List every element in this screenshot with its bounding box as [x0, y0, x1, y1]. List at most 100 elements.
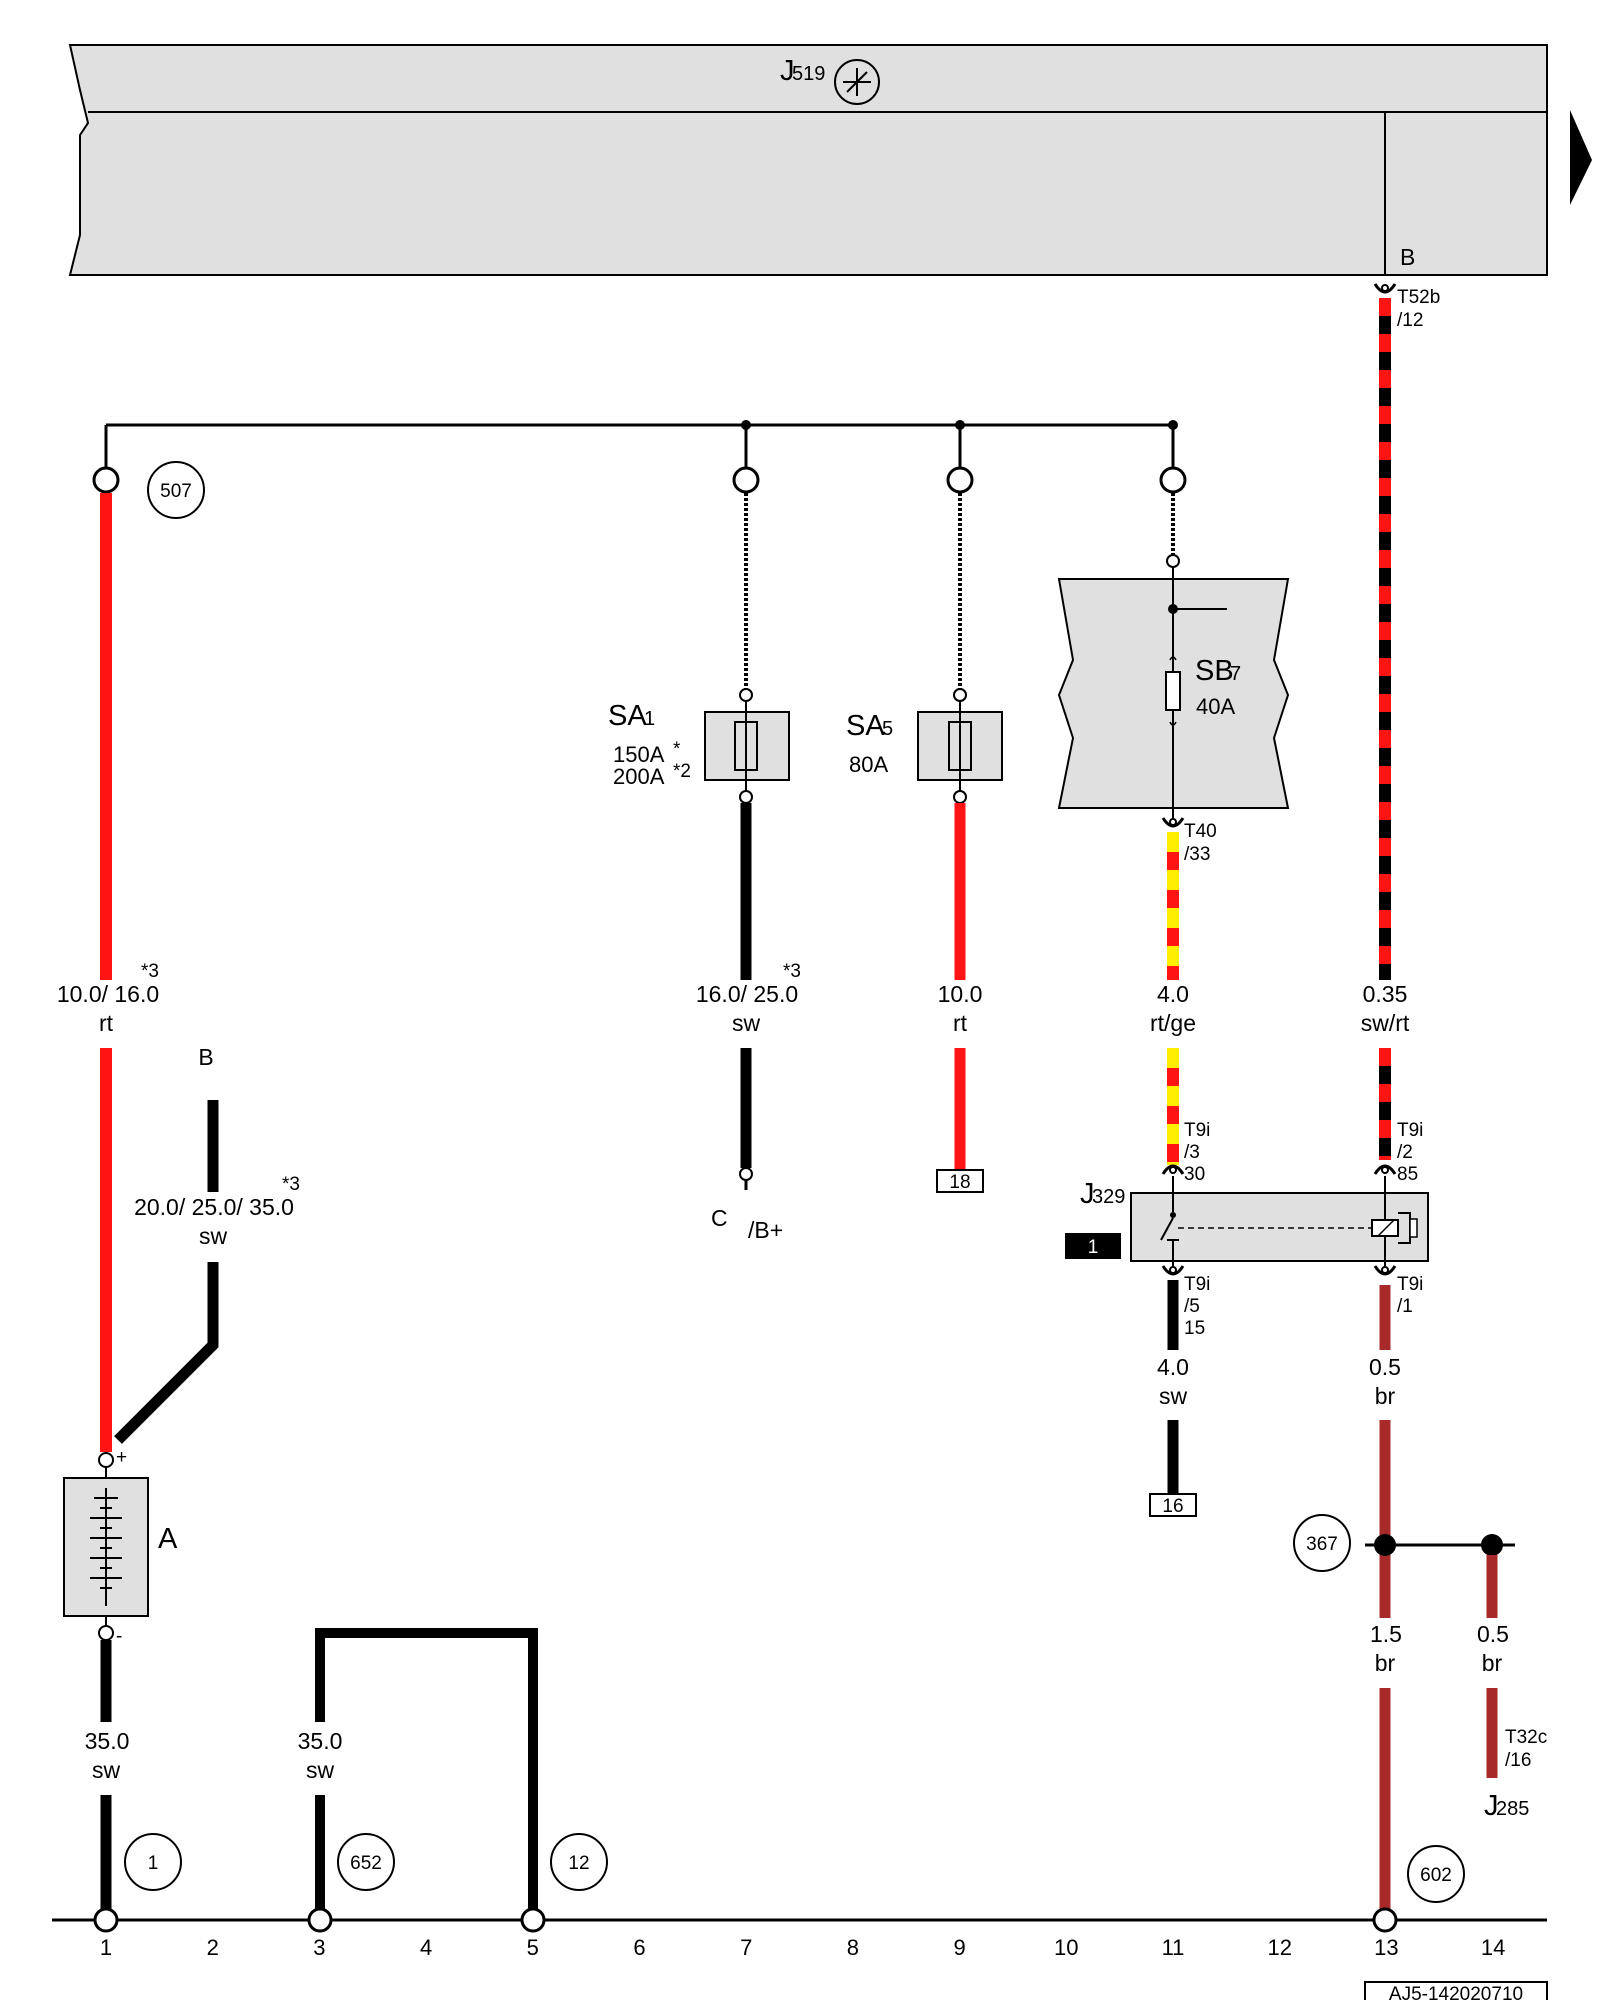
- t9i-2-term: 85: [1397, 1164, 1418, 1185]
- t32c-name: T32c: [1505, 1727, 1547, 1748]
- wire-size-label: 10.0: [938, 981, 983, 1007]
- t52b-pin: /12: [1397, 310, 1423, 331]
- ref-circle-1: 1: [124, 1833, 182, 1891]
- t52b-name: T52b: [1397, 287, 1440, 308]
- t9i-5-pin: /5: [1184, 1296, 1200, 1317]
- svg-text:367: 367: [1306, 1534, 1338, 1555]
- axis-label: 2: [207, 1935, 219, 1960]
- fuse-carrier-sb: [1057, 567, 1290, 820]
- j519-pin-label: B: [1400, 244, 1415, 270]
- fuse-icon: [734, 721, 758, 771]
- j519-housing: [68, 44, 1548, 276]
- wire-size-label: 20.0/ 25.0/ 35.0: [134, 1194, 294, 1220]
- wire-note: *3: [282, 1174, 300, 1195]
- svg-text:12: 12: [568, 1853, 589, 1874]
- wire-color-label: br: [1482, 1650, 1503, 1676]
- j519-label: J: [780, 55, 795, 87]
- axis-label: 8: [847, 1935, 859, 1960]
- t40-pin: /33: [1184, 844, 1210, 865]
- wire-col11-top: [1166, 493, 1180, 568]
- axis-label: 12: [1267, 1935, 1291, 1960]
- fuse-icon: [948, 721, 972, 771]
- wire-color-label: sw/rt: [1361, 1010, 1410, 1036]
- wire-col3-5-ground: [300, 1628, 538, 1910]
- doc-code: AJ5-142020710: [1364, 1981, 1548, 2000]
- ref-box-16: 16: [1149, 1493, 1197, 1517]
- svg-text:652: 652: [350, 1853, 382, 1874]
- svg-text:AJ5-142020710: AJ5-142020710: [1389, 1984, 1523, 2000]
- sb7-rating: 40A: [1196, 694, 1235, 719]
- t9i-1-name: T9i: [1397, 1274, 1423, 1295]
- wire-note: *3: [141, 961, 159, 982]
- axis-label: 11: [1162, 1935, 1185, 1960]
- j285-name: J: [1484, 1790, 1499, 1822]
- t9i-3-pin: /3: [1184, 1142, 1200, 1163]
- wire-color-label: sw: [92, 1757, 121, 1783]
- t9i-2-pin: /2: [1397, 1142, 1413, 1163]
- wire-color-label: sw: [306, 1757, 335, 1783]
- j519-sub: 519: [792, 63, 825, 85]
- sa1-mark-2: *2: [673, 761, 691, 782]
- wire-col7-top: [739, 493, 753, 702]
- wire-size-label: 0.35: [1363, 981, 1408, 1007]
- sa1-name: SA: [608, 700, 647, 732]
- wire-size-label: 35.0: [298, 1728, 343, 1754]
- wire-b-label: B: [198, 1044, 213, 1070]
- sa1-rating-2: 200A: [613, 764, 665, 789]
- svg-text:16: 16: [1162, 1496, 1183, 1517]
- j329-name: J: [1080, 1178, 1095, 1210]
- wire-color-label: br: [1375, 1383, 1396, 1409]
- ref-circle-367: 367: [1293, 1514, 1351, 1572]
- continuation-arrow-icon: [1570, 110, 1592, 205]
- relay-j329: [1130, 1176, 1429, 1270]
- wire-color-label: br: [1375, 1650, 1396, 1676]
- sa5-sub: 5: [882, 718, 893, 740]
- sa1-mark-1: *: [673, 739, 681, 760]
- relay-badge-label: 1: [1088, 1237, 1099, 1258]
- fuse-icon: [1165, 671, 1181, 711]
- electronic-module-icon: [834, 59, 880, 105]
- axis-label: 14: [1481, 1935, 1505, 1960]
- axis-label: 6: [633, 1935, 645, 1960]
- ref-box-18: 18: [936, 1169, 984, 1193]
- wire-size-label: 1.5: [1370, 1621, 1402, 1647]
- positive-bus: [92, 420, 1187, 494]
- wire-col9-top: [953, 493, 967, 702]
- axis-label: 13: [1374, 1935, 1398, 1960]
- svg-text:18: 18: [949, 1172, 970, 1193]
- axis-label: 3: [313, 1935, 325, 1960]
- battery-minus: -: [116, 1626, 122, 1647]
- control-unit-j519: J 519 B: [68, 44, 1548, 276]
- relay-switch-icon: [1160, 1217, 1174, 1241]
- sa5-name: SA: [846, 710, 885, 742]
- t9i-3-name: T9i: [1184, 1120, 1210, 1141]
- ref-circle-12: 12: [550, 1833, 608, 1891]
- t9i-2-name: T9i: [1397, 1120, 1423, 1141]
- wire-color-label: sw: [199, 1223, 228, 1249]
- wire-size-label: 0.5: [1477, 1621, 1509, 1647]
- wire-col7-sw: [739, 803, 753, 1190]
- wire-size-label: 35.0: [85, 1728, 130, 1754]
- wire-size-label: 0.5: [1369, 1354, 1401, 1380]
- ref-circle-507: 507: [147, 461, 205, 519]
- connector-c-label: /B+: [748, 1217, 783, 1243]
- sa5-rating: 80A: [849, 752, 888, 777]
- wire-note: *3: [783, 961, 801, 982]
- t9i-5-term: 15: [1184, 1318, 1205, 1339]
- wire-b-sw: [114, 1100, 219, 1444]
- sa1-rating-1: 150A: [613, 742, 665, 767]
- sa1-sub: 1: [644, 708, 655, 730]
- splice-367: [1365, 1534, 1515, 1556]
- t32c-pin: /16: [1505, 1750, 1531, 1771]
- battery-a: + - A: [63, 1447, 178, 1647]
- connector-c-name: C: [711, 1205, 728, 1231]
- ref-circle-602: 602: [1407, 1845, 1465, 1903]
- wire-color-label: rt: [953, 1010, 968, 1036]
- axis-label: 10: [1054, 1935, 1078, 1960]
- svg-text:602: 602: [1420, 1865, 1452, 1886]
- wire-color-label: sw: [1159, 1383, 1188, 1409]
- fuse-sa5: [917, 701, 1003, 804]
- axis-label: 4: [420, 1935, 432, 1960]
- ground-bus: [52, 1907, 1547, 1933]
